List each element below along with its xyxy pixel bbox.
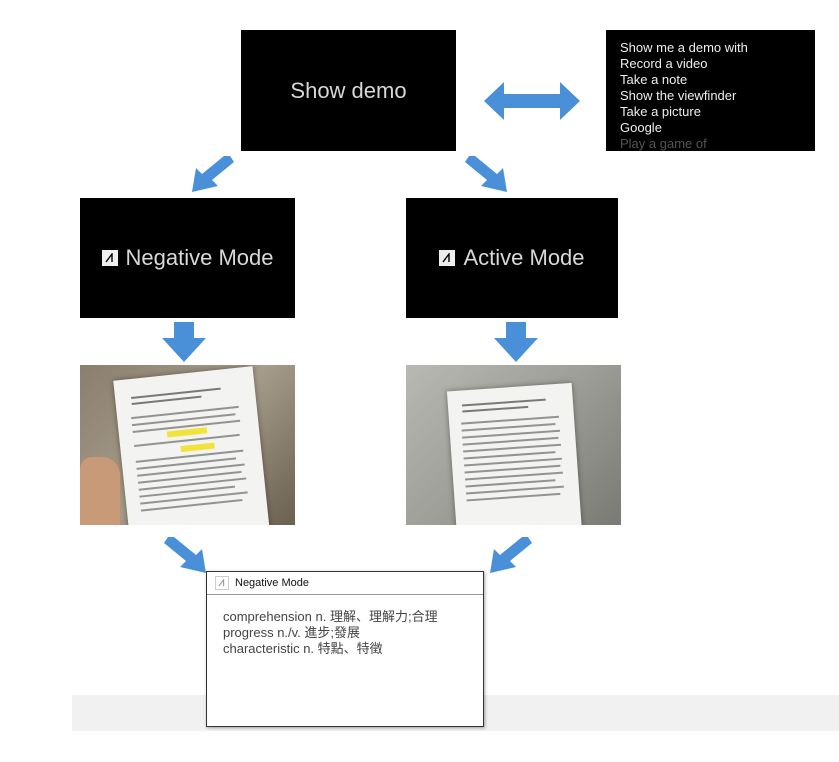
glass-mode-icon: [439, 250, 456, 266]
negative-mode-label: Negative Mode: [125, 245, 274, 270]
double-arrow-icon: [484, 82, 580, 120]
show-demo-screen: Show demo: [241, 30, 456, 151]
definition-line: comprehension n. 理解、理解力;合理: [223, 609, 438, 624]
card-body: comprehension n. 理解、理解力;合理 progress n./v…: [207, 595, 483, 671]
definition-line: characteristic n. 特點、特徵: [223, 641, 383, 656]
glass-mode-icon: [215, 576, 229, 590]
active-mode-photo: [406, 365, 621, 525]
negative-mode-screen: Negative Mode: [80, 198, 295, 318]
menu-item[interactable]: Play a game of: [620, 136, 707, 151]
flow-arrow-icon: [164, 537, 206, 573]
negative-mode-result-card: Negative Mode comprehension n. 理解、理解力;合理…: [206, 571, 484, 727]
menu-item[interactable]: Google: [620, 120, 662, 135]
menu-item[interactable]: Show me a demo with: [620, 40, 748, 55]
active-mode-screen: Active Mode: [406, 198, 618, 318]
flow-arrow-icon: [494, 322, 538, 362]
flow-arrow-icon: [490, 537, 532, 573]
menu-item[interactable]: Take a note: [620, 72, 688, 87]
glass-mode-icon: [101, 250, 118, 266]
card-title: Negative Mode: [235, 577, 309, 589]
menu-item[interactable]: Take a picture: [620, 104, 701, 119]
menu-item[interactable]: Record a video: [620, 56, 708, 71]
definition-line: progress n./v. 進步;發展: [223, 625, 361, 640]
voice-command-menu: Show me a demo with Record a video Take …: [606, 30, 815, 151]
flow-arrow-icon: [192, 156, 234, 192]
card-header: Negative Mode: [207, 572, 483, 595]
flow-arrow-icon: [162, 322, 206, 362]
menu-item[interactable]: Show the viewfinder: [620, 88, 737, 103]
negative-mode-photo: [80, 365, 295, 525]
highlight-mark: [180, 442, 215, 453]
flow-arrow-icon: [465, 156, 507, 192]
show-demo-label: Show demo: [290, 77, 407, 103]
hand: [80, 457, 120, 525]
active-mode-label: Active Mode: [463, 245, 585, 270]
